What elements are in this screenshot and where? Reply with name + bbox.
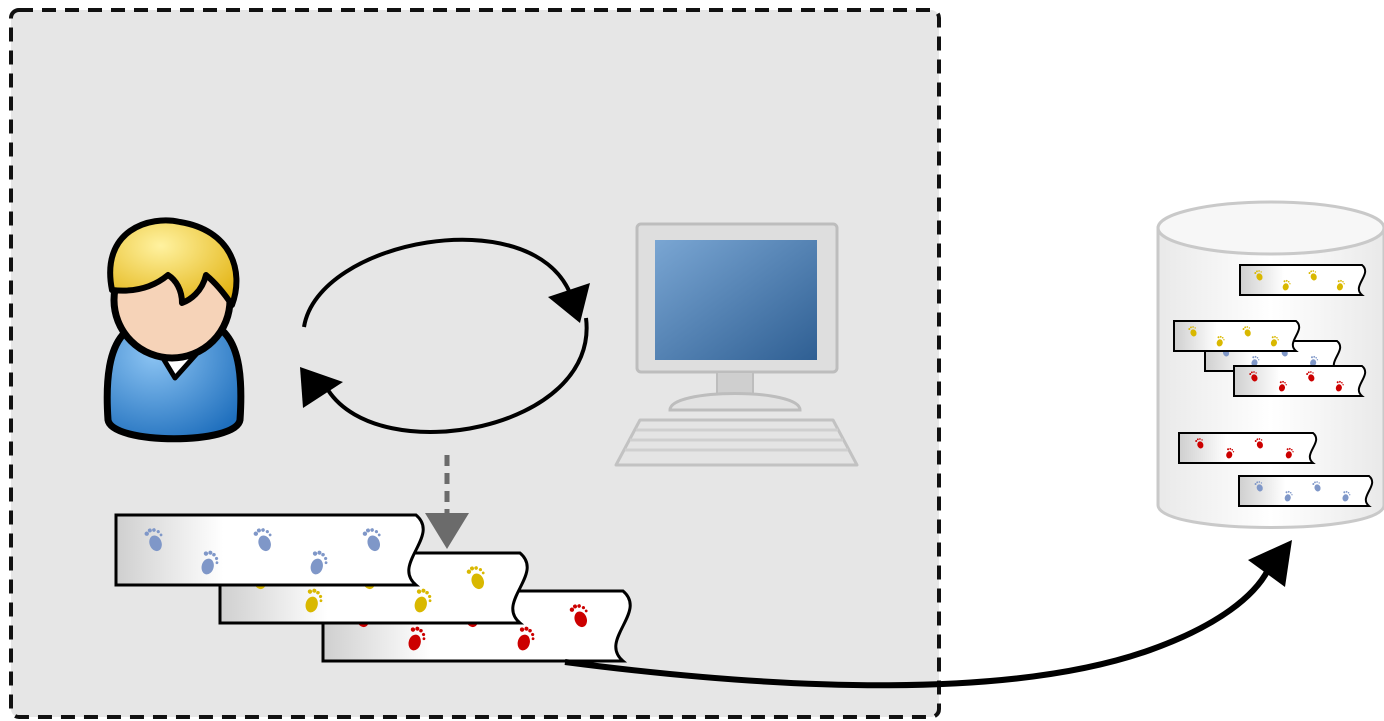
user-icon: [103, 217, 245, 443]
export-arrowhead: [1248, 540, 1292, 587]
export-arrow: [564, 568, 1271, 689]
loop-arrow-to-user: [326, 317, 589, 434]
session-trace-strips: [114, 513, 632, 663]
db-trace-strip-blue: [1238, 475, 1374, 507]
db-trace-strip-yellow: [1239, 264, 1367, 296]
computer-icon: [614, 222, 859, 467]
trace-strip-blue: [114, 513, 425, 587]
loop-arrow-to-computer: [302, 237, 572, 328]
db-trace-strip-red: [1178, 432, 1318, 464]
db-trace-strip-red: [1233, 365, 1367, 397]
database-trace-strips: [1173, 264, 1374, 507]
db-trace-strip-yellow: [1173, 320, 1301, 352]
arrowhead-to-computer: [548, 283, 590, 323]
interaction-loop: [302, 237, 589, 434]
arrowhead-to-user: [300, 367, 343, 408]
log-arrowhead: [425, 513, 469, 549]
